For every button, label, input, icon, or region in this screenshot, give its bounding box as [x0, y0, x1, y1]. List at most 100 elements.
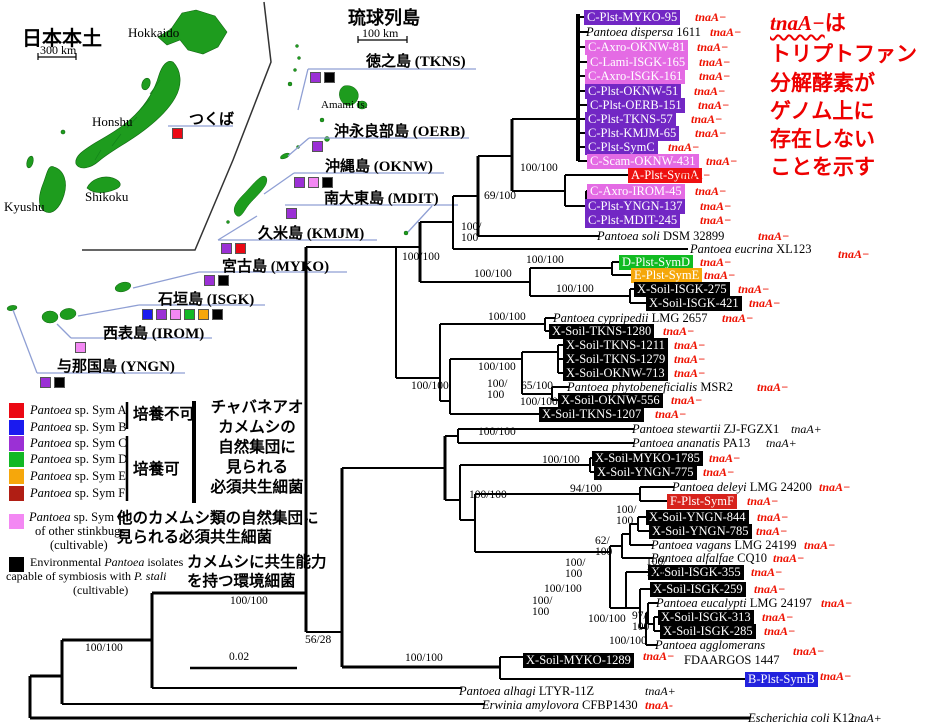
bootstrap-support-value: 56/28: [305, 634, 332, 646]
tree-tip-box: X-Soil-ISGK-259: [650, 582, 746, 597]
tree-tip-label: Pantoea deleyi LMG 24200: [672, 480, 812, 494]
island-label: 南大東島 (MDIT): [324, 191, 439, 207]
tree-tip-label: C-Plst-SymC: [585, 139, 658, 155]
tnaa-status-label: tnaA−: [762, 610, 794, 624]
tree-tip-label: C-Lami-ISGK-165: [587, 54, 689, 70]
tnaa-annotation-line6: ことを示す: [770, 155, 875, 179]
tree-tip-box: X-Soil-ISGK-421: [646, 296, 742, 311]
tnaa-status-label: tnaA−: [757, 510, 789, 524]
tnaa-status-label: tnaA−: [749, 296, 781, 310]
tree-tip-label: B-Plst-SymB: [745, 671, 818, 687]
symbiont-marker-square: [40, 377, 51, 388]
oki-island-shape: [60, 129, 66, 135]
tnaa-status-label: tnaA−: [655, 407, 687, 421]
tree-tip-box: X-Soil-YNGN-785: [649, 524, 752, 539]
tree-tip-box: X-Soil-YNGN-775: [594, 465, 697, 480]
tnaa-status-label: tnaA−: [793, 644, 825, 658]
island-callout-line: [217, 215, 258, 241]
ishigaki-island-shape: [59, 308, 77, 320]
mainland-scale-label: 300 km: [40, 43, 77, 57]
tnaa-status-label: tnaA−: [764, 624, 796, 638]
bootstrap-support-value: 97/ 100: [632, 610, 650, 633]
bootstrap-support-value: 100/100: [520, 396, 558, 408]
bootstrap-support-value: 100/100: [556, 283, 594, 295]
honshu-label: Honshu: [92, 114, 133, 129]
mainland-scale-bar: [37, 53, 77, 60]
island-label: 沖縄島 (OKNW): [325, 159, 433, 175]
tree-tip-box: X-Soil-OKNW-713: [563, 366, 668, 381]
tnaa-status-label: tnaA−: [819, 480, 851, 494]
tree-tip-label: X-Soil-YNGN-775: [594, 464, 697, 480]
legend-swatch-black: [9, 557, 24, 572]
tnaa-status-label: tnaA−: [773, 551, 805, 565]
legend-unculturable-label: 培養不可: [133, 406, 196, 423]
tree-tip-label: X-Soil-YNGN-844: [646, 509, 749, 525]
tree-tip-label: C-Plst-TKNS-57: [585, 111, 676, 127]
legend-swatch: [9, 436, 24, 451]
tree-tip-label: C-Plst-YNGN-137: [585, 198, 686, 214]
legend-black-line2: capable of symbiosis with P. stali: [6, 569, 167, 583]
japan-map-shapes: [26, 9, 228, 213]
tree-tip-label: Pantoea phytobeneficialis MSR2: [567, 380, 733, 394]
tnaa-status-label: tnaA−: [700, 255, 732, 269]
island-callout-line: [12, 309, 38, 374]
island-label: 沖永良部島 (OERB): [334, 124, 466, 140]
hokkaido-island-shape: [157, 9, 228, 55]
kyushu-island-shape: [39, 166, 66, 213]
tnaa-status-label: tnaA−: [694, 84, 726, 98]
bootstrap-support-value: 100/100: [411, 380, 449, 392]
tree-tip-box: C-Plst-OKNW-51: [585, 84, 682, 99]
tnaa-annotation-line5: 存在しない: [770, 127, 875, 151]
island-callout-line: [297, 68, 309, 111]
symbiont-marker-square: [324, 72, 335, 83]
legend-row-label: Pantoea sp. Sym F: [30, 486, 126, 500]
bootstrap-support-value: 100/100: [478, 426, 516, 438]
bootstrap-support-value: 0.02: [229, 651, 250, 663]
legend-row-label: Pantoea sp. Sym D: [30, 452, 128, 466]
tree-tip-label: Pantoea cypripedii LMG 2657: [553, 311, 708, 325]
tree-tip-box: C-Plst-OERB-151: [587, 98, 685, 113]
island-callout-line: [407, 205, 433, 233]
tree-tip-label: Pantoea vagans LMG 24199: [651, 538, 797, 552]
tnaa-status-label: tnaA+: [645, 684, 676, 698]
tnaa-status-label: tnaA−: [706, 154, 738, 168]
tree-tip-label: C-Axro-ISGK-161: [585, 68, 686, 84]
mainland-map-title: 日本本土: [22, 28, 102, 50]
symbiont-marker-square: [156, 309, 167, 320]
tnaa-status-label: tnaA+: [766, 436, 797, 450]
bootstrap-support-value: 100/100: [469, 489, 507, 501]
tree-tip-label: X-Soil-ISGK-421: [646, 295, 742, 311]
tnaa-annotation-line1: tnaA−は: [770, 11, 846, 35]
bootstrap-support-value: 100/100: [526, 254, 564, 266]
tnaa-gene-text: tnaA−: [770, 11, 825, 35]
tsushima-island-shape: [26, 155, 34, 169]
tree-tip-label: C-Plst-KMJM-65: [585, 125, 680, 141]
island-callout-lines: [12, 68, 476, 374]
bootstrap-support-value: 100/ 100: [487, 378, 508, 401]
tree-tip-label: X-Soil-OKNW-556: [558, 392, 663, 408]
yonaguni-island-shape: [6, 305, 18, 311]
legend-row-label: Pantoea sp. Sym C: [30, 436, 127, 450]
tnaa-status-label: tnaA+: [791, 422, 822, 436]
tree-tip-label: X-Soil-ISGK-275: [634, 281, 730, 297]
tree-tip-box: X-Soil-OKNW-556: [558, 393, 663, 408]
symbiont-marker-square: [184, 309, 195, 320]
island-label: 宮古島 (MYKO): [222, 259, 330, 275]
iriomote-island-shape: [41, 310, 59, 324]
tnaa-status-label: tnaA−: [698, 98, 730, 112]
honshu-prefecture-lines: [94, 79, 161, 161]
tree-tip-label: X-Soil-MYKO-1289: [523, 652, 634, 668]
symbiont-marker-square: [218, 275, 229, 286]
tnaa-status-label: tnaA−: [756, 524, 788, 538]
tnaa-status-label: tnaA−: [674, 366, 706, 380]
tree-tip-label: C-Plst-OERB-151: [587, 97, 685, 113]
tree-tip-box: C-Plst-MYKO-95: [584, 10, 681, 25]
tree-tip-label: X-Soil-ISGK-313: [658, 609, 754, 625]
tnaa-status-label: tnaA−: [643, 649, 675, 663]
legend-swatch: [9, 486, 24, 501]
bootstrap-support-value: 100/100: [405, 652, 443, 664]
tnaa-status-label: tnaA−: [747, 494, 779, 508]
bootstrap-support-value: 100/100: [542, 454, 580, 466]
tree-tip-box: X-Soil-TKNS-1207: [539, 407, 645, 422]
bootstrap-support-value: 100/100: [85, 642, 123, 654]
